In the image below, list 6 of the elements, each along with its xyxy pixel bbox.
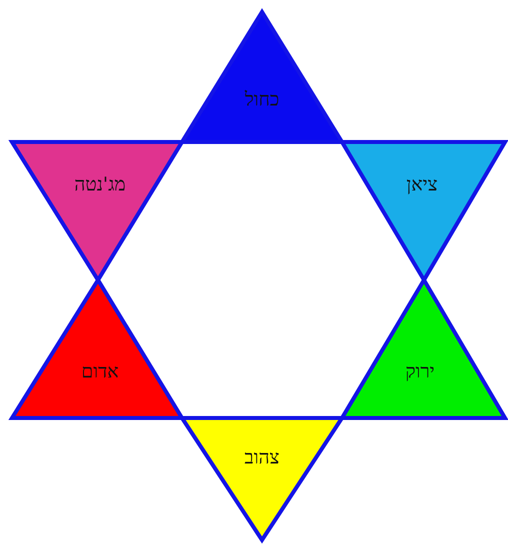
color-name: אדום: [81, 360, 119, 384]
color-name: צהוב: [244, 446, 280, 470]
color-name: כחול: [244, 88, 280, 112]
color-name: מג'נטה: [74, 174, 126, 196]
color-name: ירוק: [405, 360, 435, 384]
color-name: ציאן: [406, 174, 438, 196]
